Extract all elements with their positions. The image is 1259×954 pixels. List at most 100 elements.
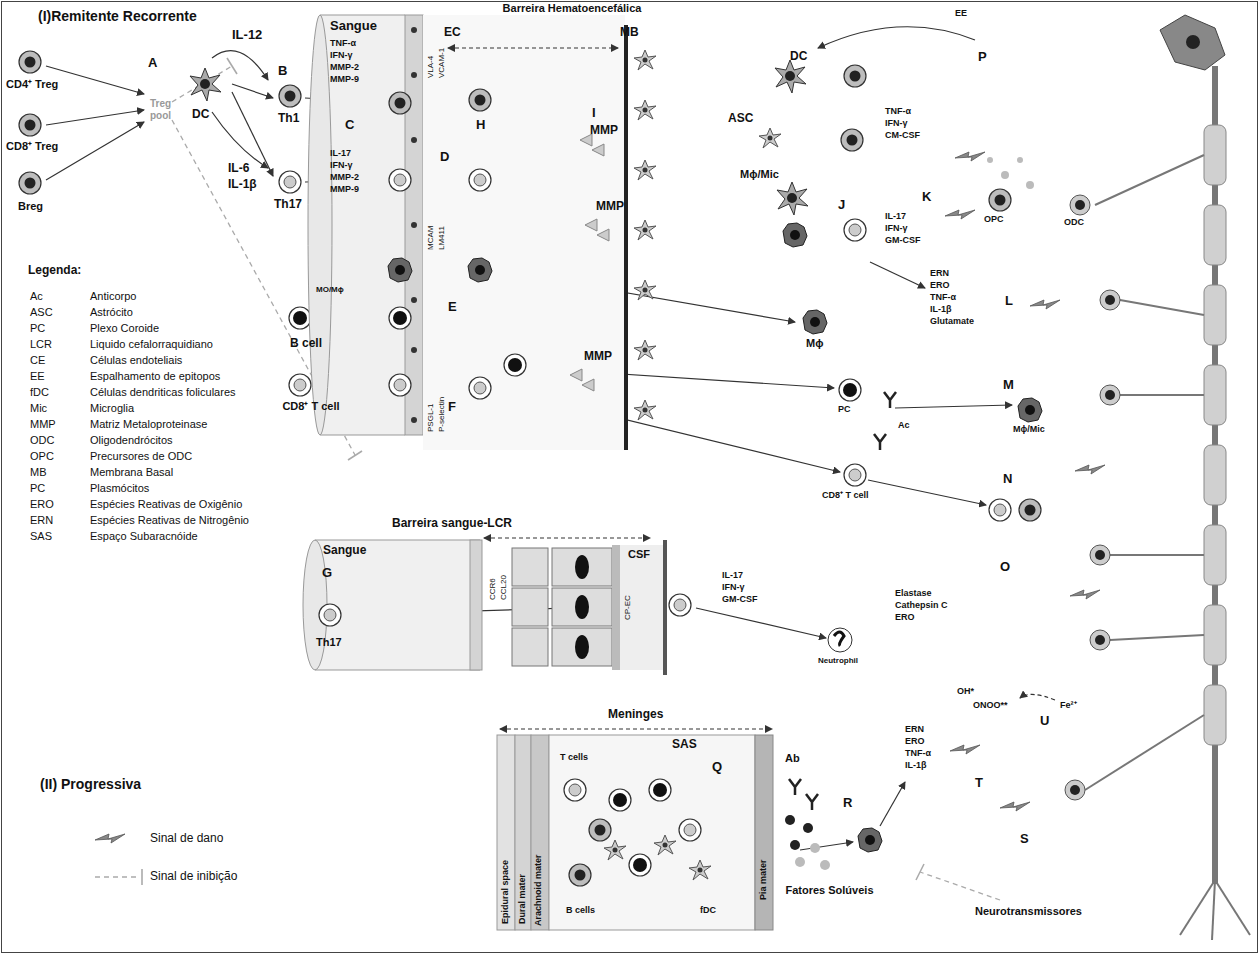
text-label: CCR6	[488, 578, 497, 600]
callout-letter: J	[838, 198, 845, 213]
text-label: T cells	[560, 752, 588, 762]
text-label: IL-12	[232, 28, 262, 43]
text-label: Pia mater	[758, 859, 768, 900]
abbreviation: fDC	[30, 386, 49, 399]
text-label: Legenda:	[28, 264, 81, 278]
region-title: Sangue	[323, 544, 366, 558]
text-label: Th17	[316, 636, 342, 649]
text-label: LM411	[437, 226, 446, 250]
abbreviation: MMP	[30, 418, 56, 431]
abbreviation-meaning: Células dendriticas foliculares	[90, 386, 236, 399]
text-label: Ab	[785, 752, 800, 765]
callout-letter: P	[978, 50, 987, 65]
abbreviation-meaning: Precursores de ODC	[90, 450, 192, 463]
abbreviation: MB	[30, 466, 47, 479]
abbreviation: CE	[30, 354, 45, 367]
callout-letter: H	[476, 118, 485, 133]
text-label: TNF-α	[930, 292, 956, 302]
callout-letter: Q	[712, 760, 722, 775]
text-label: Fatores Solúveis	[782, 884, 877, 897]
callout-letter: O	[1000, 560, 1010, 575]
abbreviation-meaning: Anticorpo	[90, 290, 136, 303]
text-label: TNF-α	[905, 748, 931, 758]
abbreviation: ASC	[30, 306, 53, 319]
text-label: P-selectin	[437, 397, 446, 432]
text-label: Cathepsin C	[895, 600, 948, 610]
callout-letter: E	[448, 300, 457, 315]
callout-letter: L	[1005, 294, 1013, 309]
text-label: TNF-α	[885, 106, 911, 116]
callout-letter: D	[440, 150, 449, 165]
abbreviation-meaning: Espalhamento de epitopos	[90, 370, 220, 383]
text-label: MCAM	[426, 226, 435, 250]
text-label: CP-EC	[623, 595, 632, 620]
text-label: Mϕ/Mic	[1013, 424, 1045, 434]
region-title: Sangue	[330, 19, 377, 34]
abbreviation: PC	[30, 322, 45, 335]
text-label: MMP-9	[330, 74, 359, 84]
abbreviation-meaning: Liquido cefalorraquidiano	[90, 338, 213, 351]
text-label: OPC	[984, 214, 1004, 224]
text-label: CD8⁺ T cell	[276, 400, 346, 413]
legend-text: Sinal de dano	[150, 832, 223, 846]
text-label: GM-CSF	[722, 594, 758, 604]
text-label: B cells	[566, 905, 595, 915]
text-label: EC	[444, 26, 461, 40]
text-label: ASC	[728, 112, 753, 126]
callout-letter: R	[843, 796, 852, 811]
abbreviation-meaning: Oligodendrócitos	[90, 434, 173, 447]
callout-letter: M	[1003, 378, 1014, 393]
text-label: Breg	[18, 200, 43, 213]
abbreviation: LCR	[30, 338, 52, 351]
callout-letter: S	[1020, 832, 1029, 847]
text-label: CCL20	[499, 575, 508, 600]
callout-letter: K	[922, 190, 931, 205]
text-label: Treg pool	[150, 98, 190, 121]
text-label: IL-17	[722, 570, 743, 580]
text-label: ERN	[930, 268, 949, 278]
text-label: EE	[955, 8, 967, 18]
text-label: fDC	[700, 905, 716, 915]
text-label: IL-1β	[228, 178, 257, 192]
abbreviation: PC	[30, 482, 45, 495]
callout-letter: G	[322, 566, 332, 581]
abbreviation: Ac	[30, 290, 43, 303]
callout-letter: A	[148, 56, 157, 71]
text-label: IL-17	[330, 148, 351, 158]
text-label: CSF	[628, 548, 650, 561]
text-label: Ac	[898, 420, 910, 430]
text-label: IFN-γ	[722, 582, 745, 592]
text-label: MB	[620, 26, 639, 40]
text-label: Fe²⁺	[1060, 700, 1077, 710]
text-label: (II) Progressiva	[40, 776, 141, 792]
text-label: ERO	[930, 280, 950, 290]
abbreviation-meaning: Microglia	[90, 402, 134, 415]
text-label: Mϕ/Mic	[740, 168, 779, 181]
callout-letter: T	[975, 776, 983, 791]
text-label: PC	[838, 404, 851, 414]
text-label: B cell	[290, 337, 322, 351]
text-label: SAS	[672, 738, 697, 752]
abbreviation-meaning: Espécies Reativas de Oxigênio	[90, 498, 242, 511]
text-label: CD8⁺ Treg	[6, 140, 58, 153]
text-label: Epidural space	[500, 860, 510, 924]
text-label: IFN-γ	[330, 160, 353, 170]
text-label: DC	[192, 108, 209, 122]
abbreviation-meaning: Matriz Metaloproteinase	[90, 418, 207, 431]
text-label: Mϕ	[806, 337, 823, 350]
abbreviation: ERO	[30, 498, 54, 511]
text-label: CD4⁺ Treg	[6, 78, 58, 91]
abbreviation-meaning: Espaço Subaracnóide	[90, 530, 198, 543]
text-label: IFN-γ	[330, 50, 353, 60]
blood-vessel: Sangue	[305, 538, 480, 670]
text-label: Dural mater	[517, 874, 527, 924]
abbreviation-meaning: Membrana Basal	[90, 466, 173, 479]
text-label: Th17	[274, 198, 302, 212]
text-label: MMP-9	[330, 184, 359, 194]
region-title: Meninges	[608, 708, 663, 722]
text-label: TNF-α	[330, 38, 356, 48]
text-label: MMP	[584, 350, 612, 364]
abbreviation-meaning: Astrócito	[90, 306, 133, 319]
